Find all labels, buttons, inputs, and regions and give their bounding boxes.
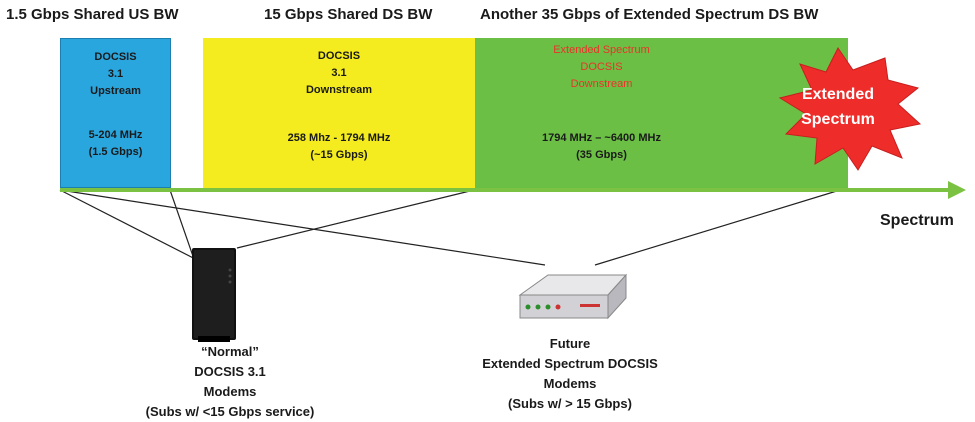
- downstream-title-line: Downstream: [305, 84, 373, 96]
- normal-modem-label: “Normal” DOCSIS 3.1 Modems (Subs w/ <15 …: [130, 342, 330, 422]
- extended-header: Another 35 Gbps of Extended Spectrum DS …: [480, 6, 819, 23]
- upstream-title-line: DOCSIS: [94, 51, 137, 63]
- downstream-capacity: (~15 Gbps): [310, 149, 368, 161]
- future-modem-label-line: Future: [549, 336, 591, 351]
- upstream-band: DOCSIS 3.1 Upstream 5-204 MHz (1.5 Gbps): [60, 38, 171, 188]
- upstream-title-line: 3.1: [107, 68, 124, 80]
- normal-modem-label-line: (Subs w/ <15 Gbps service): [145, 404, 315, 419]
- normal-modem-icon: [192, 248, 236, 342]
- extended-title-line: DOCSIS: [580, 61, 623, 73]
- spectrum-axis-label: Spectrum: [880, 212, 954, 229]
- downstream-title-line: 3.1: [331, 67, 347, 79]
- upstream-capacity: (1.5 Gbps): [88, 146, 143, 158]
- downstream-range: 258 Mhz - 1794 MHz: [287, 132, 391, 144]
- extended-title-line: Downstream: [570, 78, 633, 90]
- downstream-title-line: DOCSIS: [317, 50, 361, 62]
- connector-line: [594, 189, 841, 266]
- connector-line: [169, 189, 196, 263]
- future-modem-label-line: Extended Spectrum DOCSIS: [482, 356, 658, 371]
- downstream-header: 15 Gbps Shared DS BW: [264, 6, 433, 23]
- normal-modem-label-line: “Normal”: [201, 344, 259, 359]
- extended-capacity: (35 Gbps): [576, 149, 627, 161]
- starburst-label-line: Spectrum: [801, 111, 875, 128]
- connector-lines: [59, 189, 841, 266]
- upstream-title-line: Upstream: [90, 85, 141, 97]
- spectrum-arrowhead: [948, 181, 966, 199]
- upstream-range: 5-204 MHz: [88, 129, 143, 141]
- extended-band: Extended Spectrum DOCSIS Downstream 1794…: [475, 38, 848, 188]
- connector-line: [236, 189, 475, 249]
- future-modem-label: Future Extended Spectrum DOCSIS Modems (…: [460, 334, 680, 414]
- downstream-band: DOCSIS 3.1 Downstream 258 Mhz - 1794 MHz…: [203, 38, 475, 188]
- connector-line: [59, 189, 208, 266]
- starburst-label: Extended Spectrum: [788, 82, 888, 132]
- normal-modem-label-line: Modems: [203, 384, 257, 399]
- connector-line: [59, 189, 546, 266]
- starburst-shape: [778, 47, 922, 171]
- future-modem-label-line: (Subs w/ > 15 Gbps): [508, 396, 632, 411]
- extended-title-line: Extended Spectrum: [553, 44, 650, 56]
- starburst-label-line: Extended: [801, 86, 874, 103]
- future-modem-label-line: Modems: [543, 376, 597, 391]
- normal-modem-label-line: DOCSIS 3.1: [194, 364, 266, 379]
- upstream-header: 1.5 Gbps Shared US BW: [6, 6, 179, 23]
- future-modem-icon: [518, 273, 628, 320]
- extended-range: 1794 MHz – ~6400 MHz: [542, 132, 661, 144]
